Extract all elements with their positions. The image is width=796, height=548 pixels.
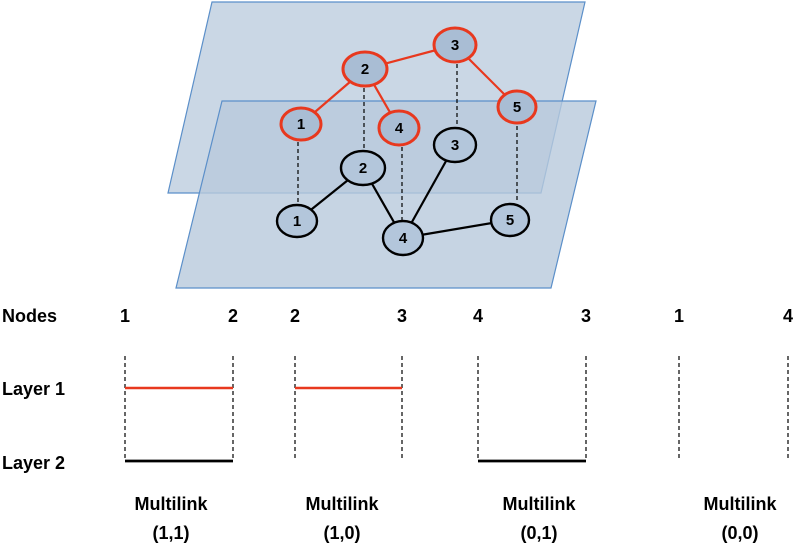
layer1-nodes: 1 2 3 4 5	[279, 26, 538, 147]
svg-text:3: 3	[451, 137, 459, 154]
svg-text:2: 2	[359, 160, 367, 177]
pair-node-left: 1	[674, 306, 684, 326]
layer1-node-4: 4	[377, 109, 421, 147]
nodes-row-label: Nodes	[2, 306, 57, 326]
svg-text:5: 5	[506, 212, 514, 229]
svg-text:5: 5	[513, 99, 521, 116]
svg-text:4: 4	[399, 230, 408, 247]
multilink-caption: Multilink	[306, 494, 380, 514]
layer2-node-3: 3	[432, 126, 478, 164]
layer2-node-4: 4	[381, 219, 425, 257]
layer2-node-2: 2	[339, 149, 387, 187]
pair-node-right: 2	[228, 306, 238, 326]
layer2-nodes: 1 2 3 4 5	[275, 126, 531, 257]
layer2-node-5: 5	[489, 202, 531, 238]
layer2-row-label: Layer 2	[2, 453, 65, 473]
pair-node-right: 3	[581, 306, 591, 326]
svg-text:4: 4	[395, 120, 404, 137]
layer1-row-label: Layer 1	[2, 379, 65, 399]
layer1-node-5: 5	[496, 89, 538, 125]
layer2-plane	[175, 100, 597, 289]
pair-node-right: 4	[783, 306, 793, 326]
pair-node-left: 2	[290, 306, 300, 326]
svg-text:1: 1	[297, 116, 305, 133]
multilink-caption: Multilink	[135, 494, 209, 514]
layer1-node-3: 3	[432, 26, 478, 64]
interlayer-links	[297, 64, 518, 220]
pair-node-right: 3	[397, 306, 407, 326]
pair-node-left: 1	[120, 306, 130, 326]
multilink-code: (1,1)	[152, 523, 189, 543]
multilink-code: (0,0)	[721, 523, 758, 543]
layer2-node-1: 1	[275, 203, 319, 239]
multilink-code: (0,1)	[520, 523, 557, 543]
multilink-caption: Multilink	[704, 494, 778, 514]
layer1-node-1: 1	[279, 106, 323, 142]
svg-text:3: 3	[451, 37, 459, 54]
multilink-code: (1,0)	[323, 523, 360, 543]
svg-text:2: 2	[361, 61, 369, 78]
svg-text:1: 1	[293, 213, 301, 230]
multilink-caption: Multilink	[503, 494, 577, 514]
layer1-node-2: 2	[341, 50, 389, 88]
pair-node-left: 4	[473, 306, 483, 326]
